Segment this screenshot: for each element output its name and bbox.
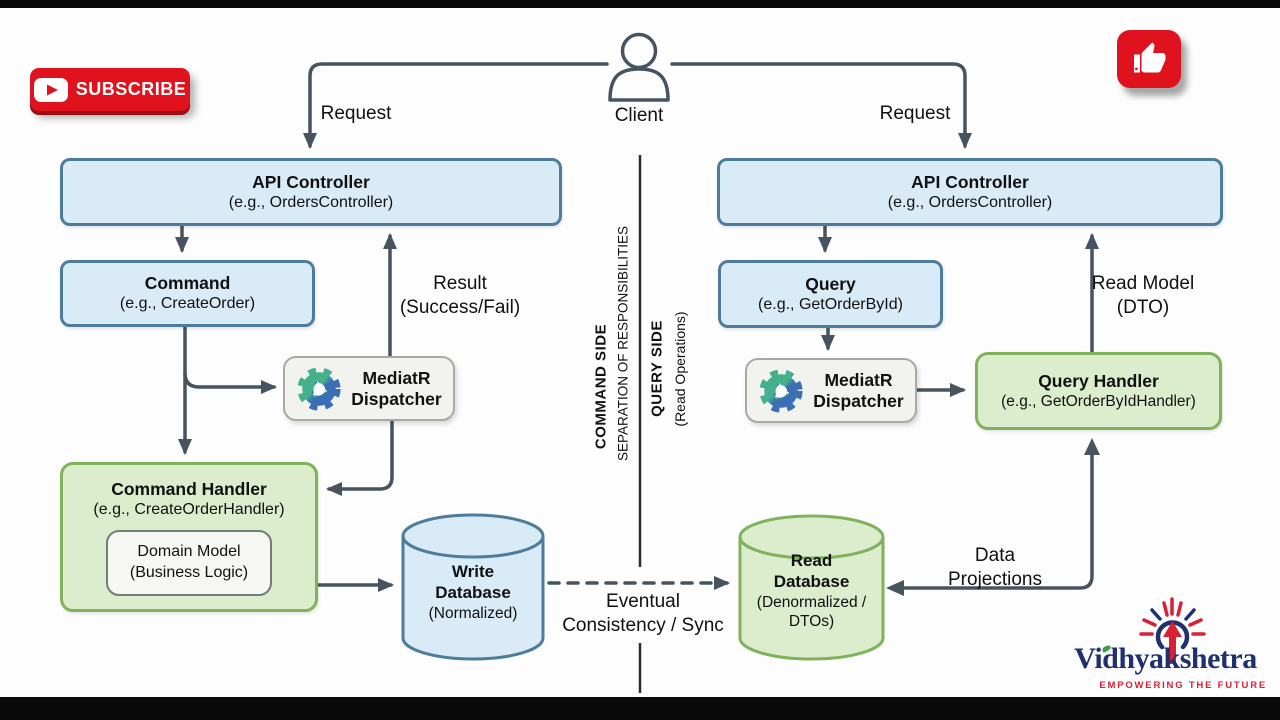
- domain-model-box: Domain Model (Business Logic): [106, 529, 272, 596]
- logo-wordmark: Vidhyakshetra: [1074, 642, 1257, 675]
- letterbox-bottom: [0, 697, 1280, 720]
- separation-label: SEPARATION OF RESPONSIBILITIES: [615, 225, 631, 462]
- read-operations-label: (Read Operations): [672, 311, 688, 427]
- command-box: Command (e.g., CreateOrder): [60, 260, 315, 327]
- subscribe-label: SUBSCRIBE: [75, 79, 187, 99]
- logo-tagline: EMPOWERING THE FUTURE: [1099, 680, 1267, 691]
- api-controller-box-command: API Controller (e.g., OrdersController): [60, 158, 562, 226]
- thumbs-up-icon: [1134, 42, 1166, 73]
- query-box: Query (e.g., GetOrderById): [718, 260, 943, 328]
- read-model-label: Read Model (DTO): [1091, 273, 1195, 318]
- mediatr-gear-icon: [759, 368, 803, 413]
- mediatr-label: MediatR Dispatcher: [351, 367, 442, 409]
- client-icon: [608, 32, 670, 102]
- query-side-label: QUERY SIDE: [648, 320, 666, 417]
- logo-sunburst-icon: [1139, 597, 1206, 664]
- write-database-cylinder: Write Database (Normalized): [400, 513, 546, 662]
- arrow-mediatr-to-handler: [326, 419, 394, 496]
- channel-logo: Vidhyakshetra EMPOWERING THE FUTURE: [1058, 590, 1273, 698]
- read-database-label: Read Database (Denormalized / DTOs): [756, 551, 867, 630]
- mediatr-gear-icon: [297, 366, 341, 411]
- mediatr-dispatcher-box-command: MediatR Dispatcher: [283, 356, 455, 421]
- request-label-left: Request: [320, 103, 392, 124]
- cylinder-shape: [401, 513, 545, 661]
- write-database-label: Write Database (Normalized): [428, 562, 518, 622]
- command-handler-box: Command Handler (e.g., CreateOrderHandle…: [60, 462, 318, 612]
- youtube-play-icon: [33, 77, 68, 102]
- mediatr-dispatcher-box-query: MediatR Dispatcher: [745, 358, 917, 423]
- eventual-consistency-label: Eventual Consistency / Sync: [562, 591, 724, 636]
- read-database-cylinder: Read Database (Denormalized / DTOs): [737, 514, 886, 662]
- cylinder-shape: [738, 514, 885, 661]
- mediatr-label: MediatR Dispatcher: [813, 369, 904, 411]
- like-button[interactable]: [1117, 30, 1181, 88]
- letterbox-top: [0, 0, 1280, 8]
- request-label-right: Request: [879, 103, 951, 124]
- subscribe-button[interactable]: SUBSCRIBE: [30, 68, 190, 111]
- client-label: Client: [614, 105, 664, 126]
- result-label: Result (Success/Fail): [399, 273, 521, 318]
- query-handler-box: Query Handler (e.g., GetOrderByIdHandler…: [975, 352, 1222, 430]
- arrow-command-to-mediatr: [183, 371, 277, 394]
- data-projections-label: Data Projections: [948, 545, 1042, 590]
- command-side-label: COMMAND SIDE: [592, 323, 610, 450]
- api-controller-box-query: API Controller (e.g., OrdersController): [717, 158, 1223, 226]
